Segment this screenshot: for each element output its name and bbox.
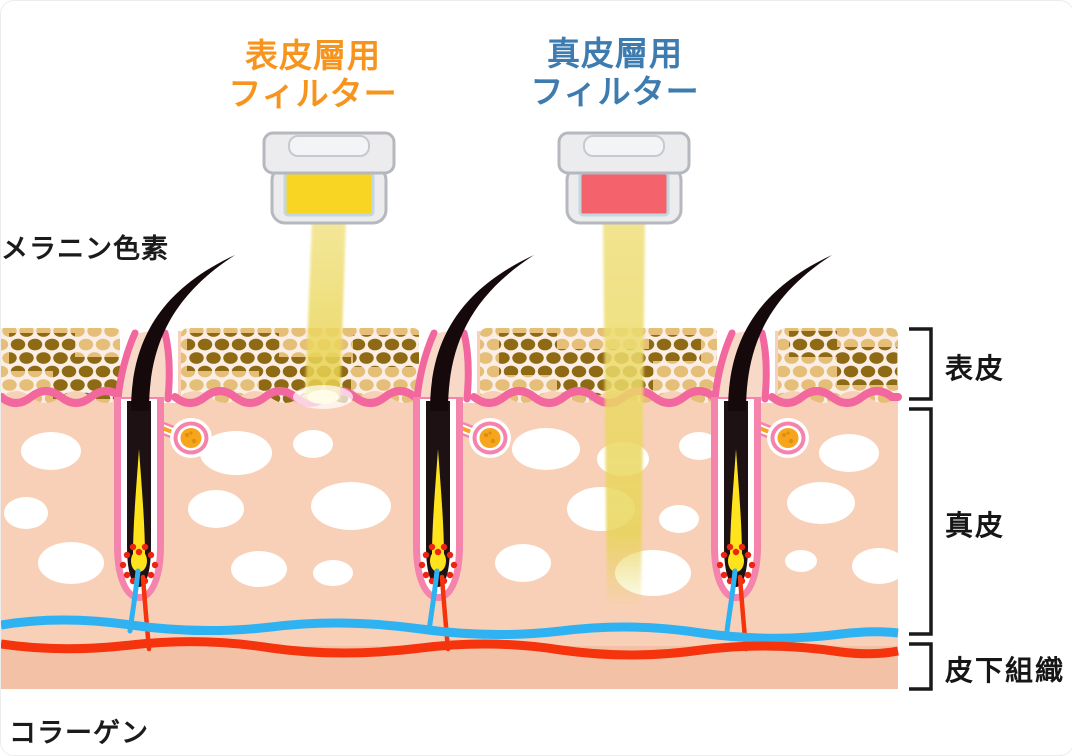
collagen-blobs [4, 428, 906, 596]
subcutaneous-bracket [909, 642, 933, 691]
blood-vessels [1, 615, 899, 660]
epidermis-filter-device [262, 131, 396, 225]
vein-vessel [1, 615, 899, 643]
skin-cross-section [1, 255, 906, 689]
epidermis-layer-label: 表皮 [945, 352, 1006, 385]
epidermis-beam [293, 220, 353, 409]
artery-vessel [1, 637, 899, 660]
collagen-label: コラーゲン [9, 718, 149, 749]
subcutaneous-layer-label: 皮下組織 [945, 654, 1066, 687]
epidermis-filter-label-line2: フィルター [228, 73, 398, 113]
epidermis-filter-label-line1: 表皮層用 [245, 36, 381, 75]
dermis-beam [603, 220, 645, 611]
yellow-filter-window [283, 171, 375, 217]
dermis-filter-device [557, 131, 691, 225]
epidermis-bracket [909, 327, 933, 401]
dermis-filter-label-line2: フィルター [530, 71, 700, 111]
layer-brackets [909, 327, 933, 691]
red-filter-window [578, 171, 670, 217]
melanin-label: メラニン色素 [1, 234, 169, 265]
dermis-layer-label: 真皮 [945, 509, 1006, 542]
dermis-filter-label-line1: 真皮層用 [547, 34, 683, 73]
epidermis-filter-label: 表皮層用 フィルター [203, 37, 423, 112]
dermis-bracket [909, 407, 933, 636]
subcutaneous-layer [1, 646, 898, 689]
dermis-filter-label: 真皮層用 フィルター [505, 35, 725, 110]
